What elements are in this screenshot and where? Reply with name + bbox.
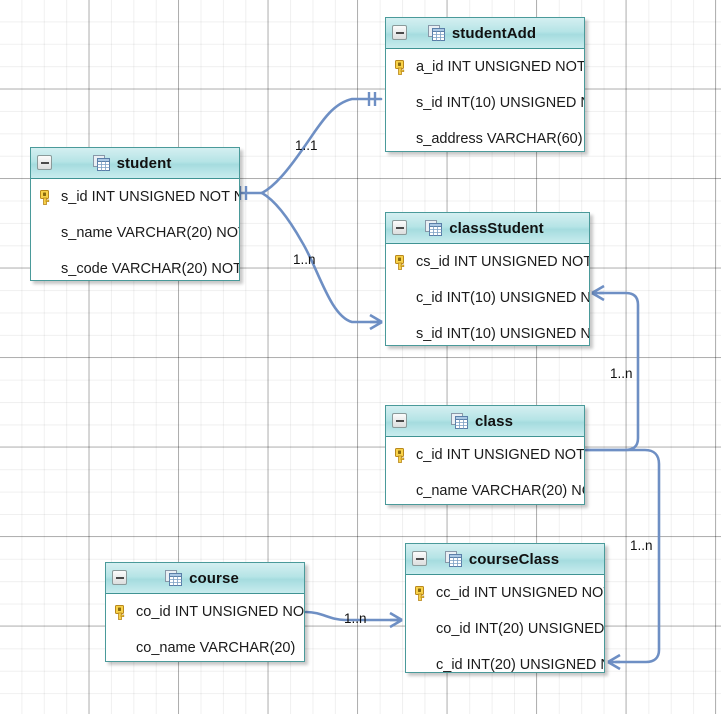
table-title: class [474, 412, 514, 430]
table-row[interactable]: c_name VARCHAR(20) NOT NULL [386, 473, 584, 504]
table-row[interactable]: s_name VARCHAR(20) NOT NULL [31, 215, 239, 251]
table-header[interactable]: classStudent [386, 213, 589, 244]
primary-key-icon [39, 189, 61, 205]
cardinality-label: 1..n [610, 366, 633, 381]
primary-key-icon [394, 59, 416, 75]
table-header[interactable]: course [106, 563, 304, 594]
table-title: classStudent [449, 219, 544, 237]
table-row[interactable]: c_id INT(10) UNSIGNED NOT NULL [386, 280, 589, 316]
column-name: a_id INT UNSIGNED NOT NULL AUTO_INCREMEN… [416, 59, 584, 75]
table-icon [92, 155, 110, 171]
table-icon [427, 25, 445, 41]
table-class[interactable]: class c_id INT UNSIGNED NOT NULL AUTO_IN… [385, 405, 585, 505]
table-row[interactable]: s_id INT(10) UNSIGNED NOT NULL [386, 316, 589, 345]
table-row[interactable]: co_id INT(20) UNSIGNED NOT NULL [406, 611, 604, 647]
table-icon [165, 570, 183, 586]
column-name: co_id INT UNSIGNED NOT NULL AUTO_INCREME… [136, 604, 304, 620]
column-name: s_address VARCHAR(60) NOT NULL [416, 131, 584, 147]
column-name: s_code VARCHAR(20) NOT NULL [61, 261, 239, 277]
table-icon [444, 551, 462, 567]
table-classStudent[interactable]: classStudent cs_id INT UNSIGNED NOT NULL… [385, 212, 590, 346]
primary-key-icon [394, 447, 416, 463]
minus-icon[interactable] [392, 25, 407, 40]
table-row[interactable]: cc_id INT UNSIGNED NOT NULL AUTO_INCREME… [406, 575, 604, 611]
column-name: s_id INT UNSIGNED NOT NULL AUTO_INCREMEN… [61, 189, 239, 205]
cardinality-label: 1..1 [295, 138, 318, 153]
minus-icon[interactable] [412, 551, 427, 566]
table-courseClass[interactable]: courseClass cc_id INT UNSIGNED NOT NULL … [405, 543, 605, 673]
table-columns: a_id INT UNSIGNED NOT NULL AUTO_INCREMEN… [386, 49, 584, 151]
column-name: cs_id INT UNSIGNED NOT NULL AUTO_INCREME… [416, 254, 589, 270]
column-name: cc_id INT UNSIGNED NOT NULL AUTO_INCREME… [436, 585, 604, 601]
column-name: s_id INT(10) UNSIGNED NOT NULL [416, 326, 589, 342]
table-row[interactable]: c_id INT UNSIGNED NOT NULL AUTO_INCREMEN… [386, 437, 584, 473]
table-course[interactable]: course co_id INT UNSIGNED NOT NULL AUTO_… [105, 562, 305, 662]
table-row[interactable]: s_id INT(10) UNSIGNED NOT NULL [386, 85, 584, 121]
minus-icon[interactable] [392, 220, 407, 235]
column-name: c_id INT(20) UNSIGNED NOT NULL [436, 657, 604, 673]
column-name: co_name VARCHAR(20) [136, 640, 296, 656]
table-studentAdd[interactable]: studentAdd a_id INT UNSIGNED NOT NULL AU… [385, 17, 585, 152]
primary-key-icon [414, 585, 436, 601]
column-name: c_name VARCHAR(20) NOT NULL [416, 483, 584, 499]
primary-key-icon [114, 604, 136, 620]
minus-icon[interactable] [37, 155, 52, 170]
table-row[interactable]: c_id INT(20) UNSIGNED NOT NULL [406, 647, 604, 673]
table-icon [450, 413, 468, 429]
table-row[interactable]: co_id INT UNSIGNED NOT NULL AUTO_INCREME… [106, 594, 304, 630]
table-title: course [189, 569, 239, 587]
cardinality-label: 1..n [630, 538, 653, 553]
table-columns: cs_id INT UNSIGNED NOT NULL AUTO_INCREME… [386, 244, 589, 345]
table-row[interactable]: co_name VARCHAR(20) [106, 630, 304, 661]
table-header[interactable]: student [31, 148, 239, 179]
table-title: studentAdd [451, 24, 537, 42]
table-icon [425, 220, 443, 236]
table-student[interactable]: student s_id INT UNSIGNED NOT NULL AUTO_… [30, 147, 240, 281]
primary-key-icon [394, 254, 416, 270]
table-columns: co_id INT UNSIGNED NOT NULL AUTO_INCREME… [106, 594, 304, 661]
table-title: courseClass [468, 550, 560, 568]
table-row[interactable]: a_id INT UNSIGNED NOT NULL AUTO_INCREMEN… [386, 49, 584, 85]
table-columns: s_id INT UNSIGNED NOT NULL AUTO_INCREMEN… [31, 179, 239, 280]
table-header[interactable]: studentAdd [386, 18, 584, 49]
cardinality-label: 1..n [344, 611, 367, 626]
table-header[interactable]: courseClass [406, 544, 604, 575]
table-row[interactable]: s_address VARCHAR(60) NOT NULL [386, 121, 584, 151]
table-columns: c_id INT UNSIGNED NOT NULL AUTO_INCREMEN… [386, 437, 584, 504]
column-name: co_id INT(20) UNSIGNED NOT NULL [436, 621, 604, 637]
table-row[interactable]: s_id INT UNSIGNED NOT NULL AUTO_INCREMEN… [31, 179, 239, 215]
table-row[interactable]: cs_id INT UNSIGNED NOT NULL AUTO_INCREME… [386, 244, 589, 280]
column-name: s_id INT(10) UNSIGNED NOT NULL [416, 95, 584, 111]
minus-icon[interactable] [112, 570, 127, 585]
table-row[interactable]: s_code VARCHAR(20) NOT NULL [31, 251, 239, 280]
minus-icon[interactable] [392, 413, 407, 428]
cardinality-label: 1..n [293, 252, 316, 267]
table-columns: cc_id INT UNSIGNED NOT NULL AUTO_INCREME… [406, 575, 604, 673]
column-name: c_id INT UNSIGNED NOT NULL AUTO_INCREMEN… [416, 447, 584, 463]
table-title: student [116, 154, 172, 172]
column-name: s_name VARCHAR(20) NOT NULL [61, 225, 239, 241]
table-header[interactable]: class [386, 406, 584, 437]
column-name: c_id INT(10) UNSIGNED NOT NULL [416, 290, 589, 306]
